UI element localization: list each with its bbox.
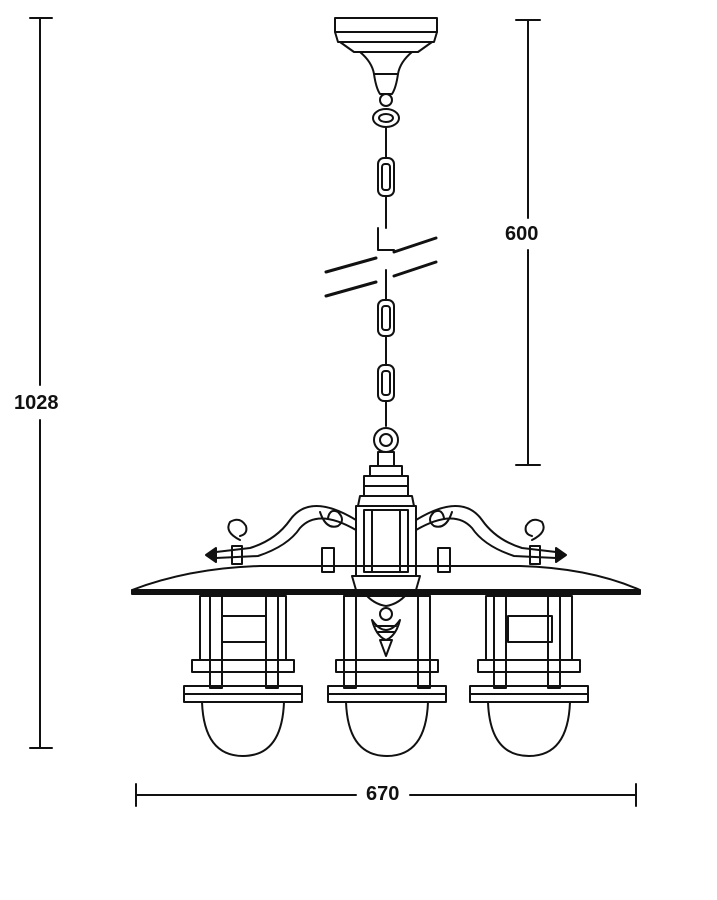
- right-lantern: [469, 595, 589, 757]
- width-dimension-label: 670: [362, 783, 404, 805]
- left-scroll-arm: [205, 505, 357, 573]
- left-lantern: [183, 595, 303, 757]
- central-column: [351, 451, 421, 657]
- drop-dimension-line: [515, 19, 541, 466]
- lantern-shades: [131, 565, 641, 595]
- right-scroll-arm: [415, 505, 567, 573]
- chain-drop-dimension-label: 600: [503, 223, 541, 245]
- height-dimension-label: 1028: [12, 392, 61, 414]
- ceiling-canopy: [334, 17, 438, 107]
- center-lantern: [327, 595, 447, 757]
- width-dimension-line: [135, 783, 637, 807]
- height-dimension-line: [29, 17, 53, 749]
- lower-chain: [373, 269, 399, 453]
- upper-chain: [372, 108, 400, 251]
- chain-break-symbol: [324, 236, 438, 298]
